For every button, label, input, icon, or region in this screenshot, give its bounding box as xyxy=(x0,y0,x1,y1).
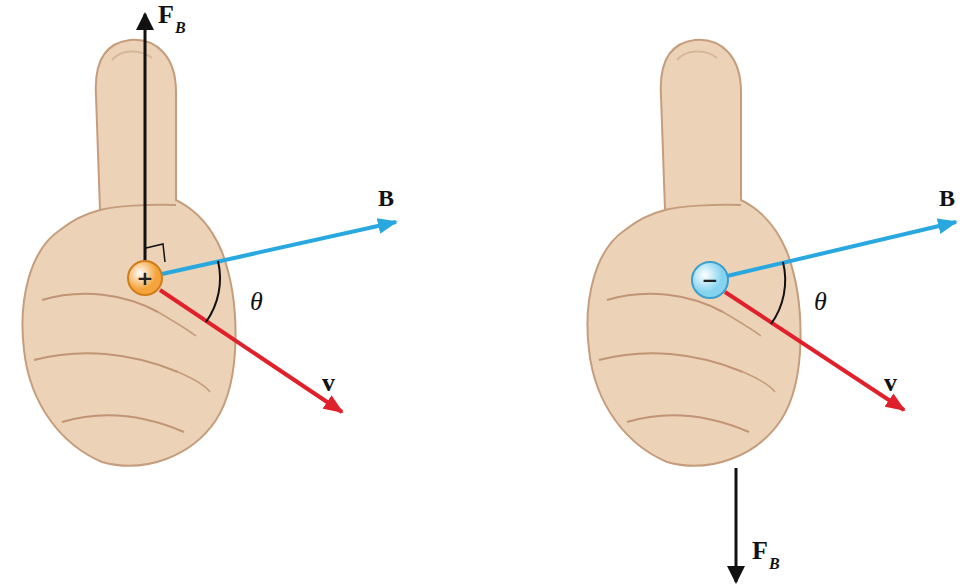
force-vector xyxy=(144,14,147,262)
force-label: F xyxy=(752,538,768,564)
angle-label: θ xyxy=(250,289,263,315)
field-vector xyxy=(727,222,956,276)
force-subscript: B xyxy=(769,556,780,572)
charge-sign: + xyxy=(137,268,154,288)
velocity-label: v xyxy=(322,370,335,396)
force-label: F xyxy=(158,2,174,28)
negative-charge: − xyxy=(691,261,729,299)
field-vector xyxy=(162,222,396,274)
force-vector xyxy=(735,468,738,582)
field-label: B xyxy=(378,186,394,210)
velocity-label: v xyxy=(884,370,897,396)
right-angle-mark xyxy=(146,244,165,262)
angle-arc xyxy=(206,261,220,322)
left-hand xyxy=(23,40,236,466)
charge-sign: − xyxy=(702,270,719,290)
velocity-vector xyxy=(160,290,342,412)
positive-charge: + xyxy=(127,260,163,296)
force-subscript: B xyxy=(175,20,186,36)
right-hand xyxy=(588,40,801,466)
field-label: B xyxy=(939,186,955,210)
angle-arc xyxy=(771,262,785,324)
angle-label: θ xyxy=(814,289,827,315)
